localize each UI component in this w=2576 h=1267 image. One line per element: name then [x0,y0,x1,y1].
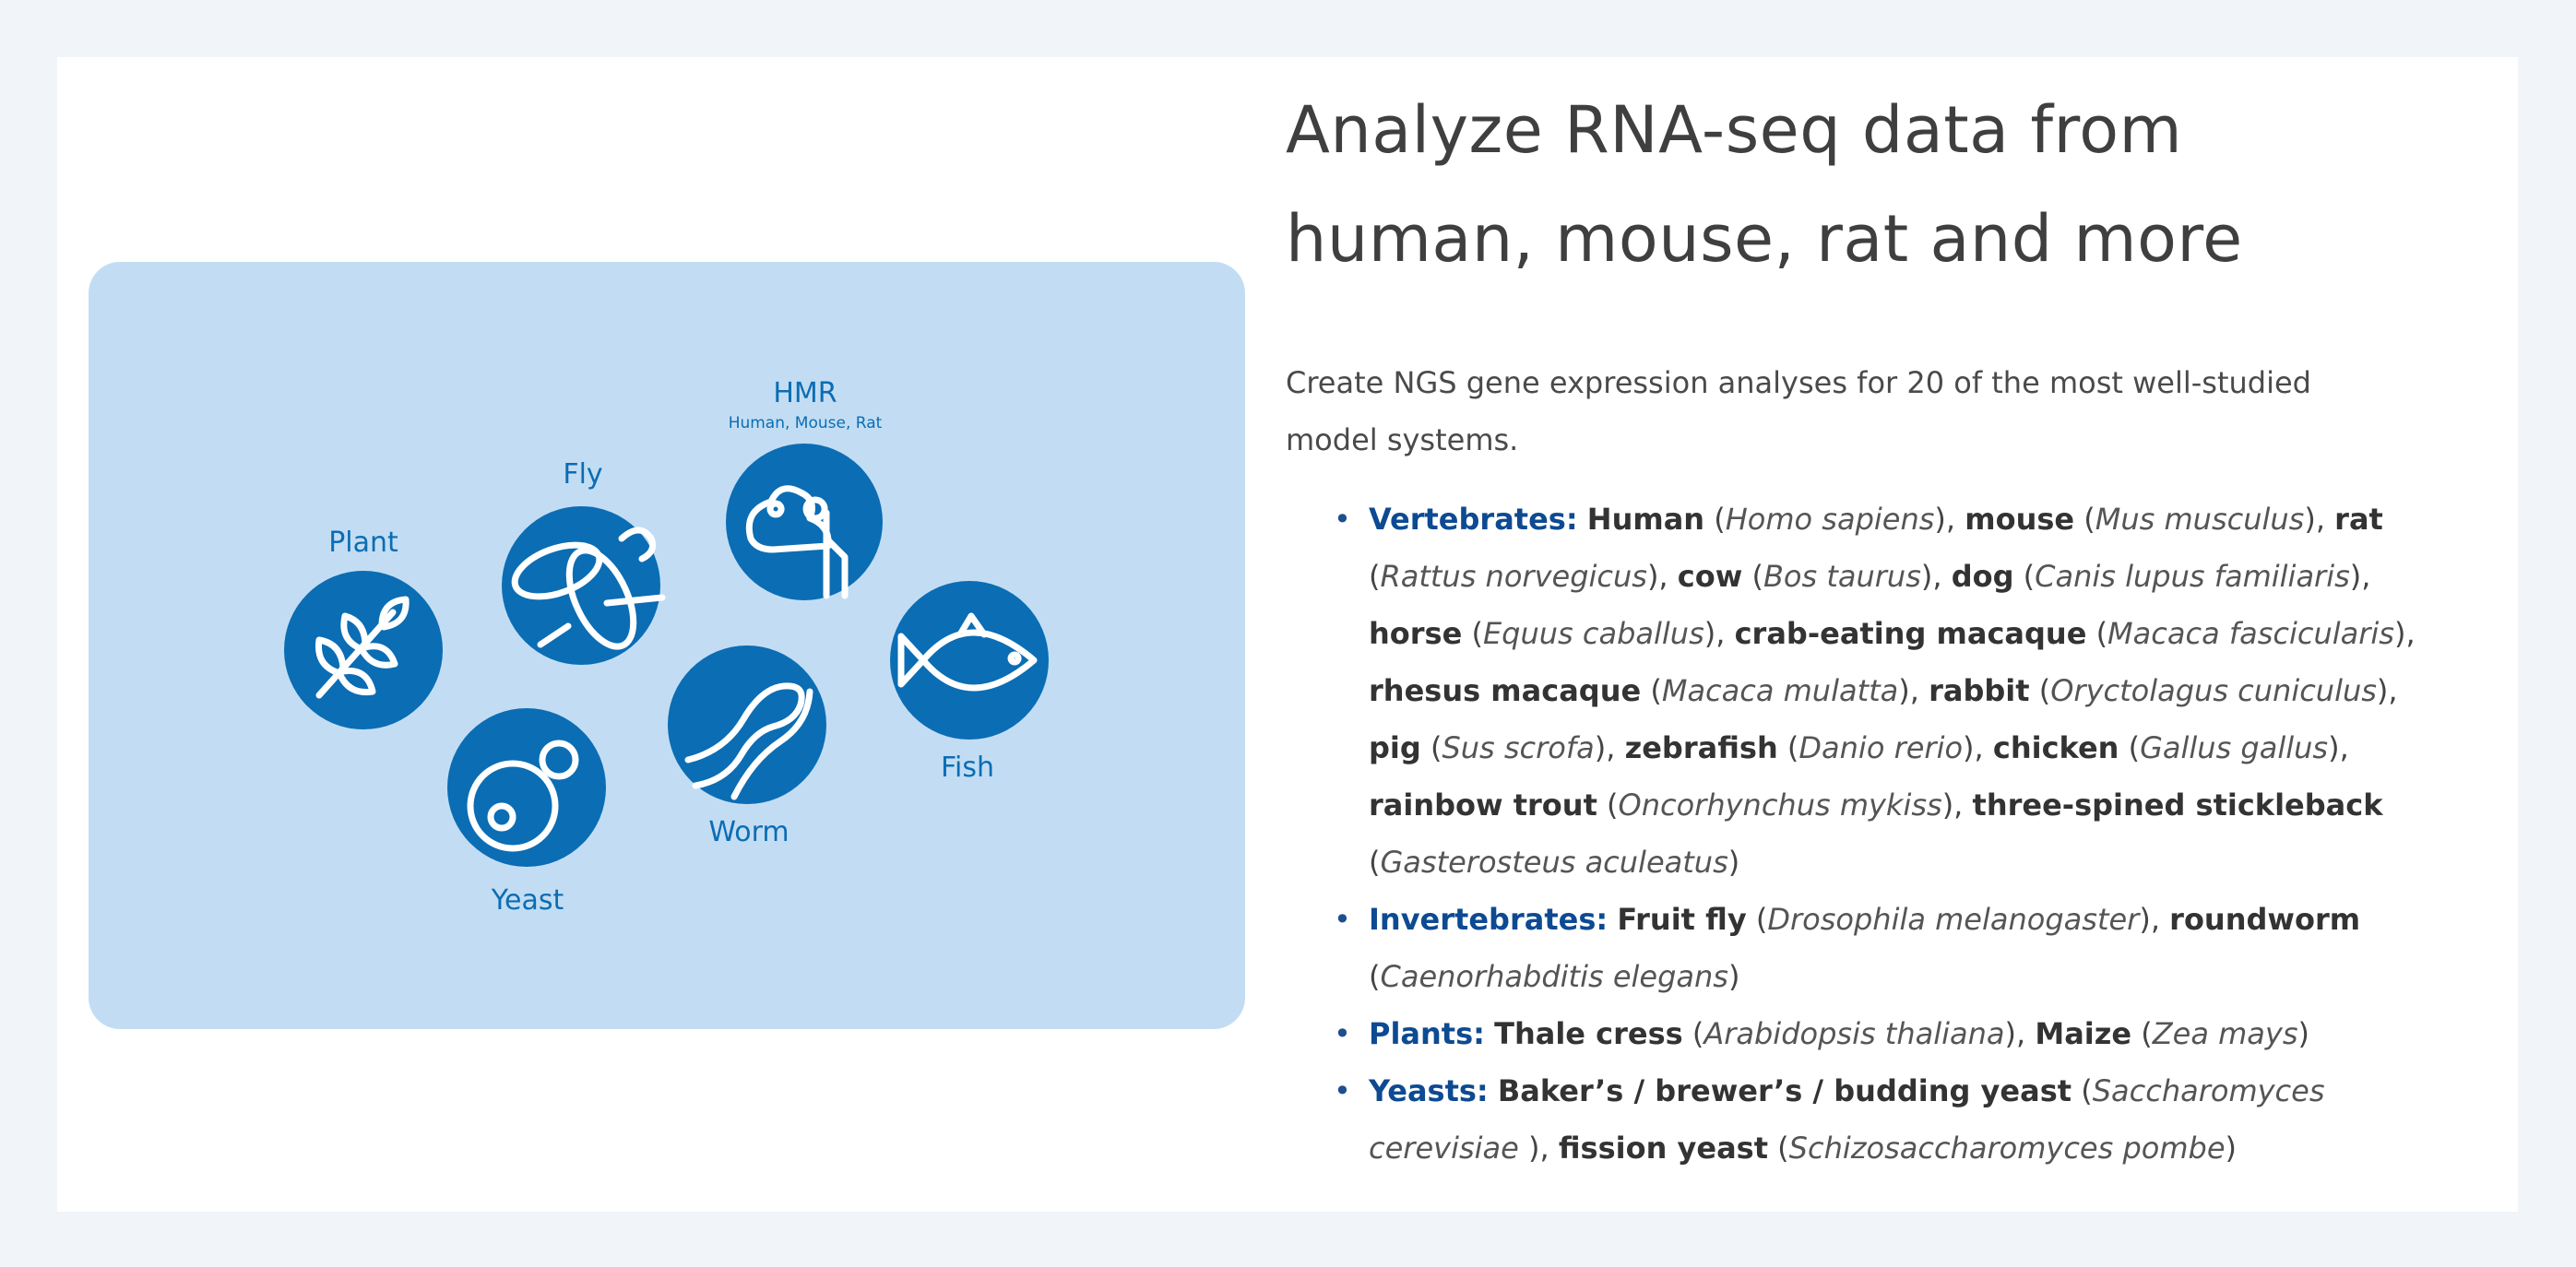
species-scientific: Oncorhynchus mykiss [1618,787,1942,823]
species-scientific: Gasterosteus aculeatus [1380,845,1728,880]
species-scientific: Caenorhabditis elegans [1380,959,1728,994]
species-scientific: Arabidopsis thaliana [1703,1016,2005,1051]
species-scientific: Macaca fascicularis [2107,616,2394,651]
species-scientific: Sus scrofa [1442,730,1595,765]
species-scientific: Schizosaccharomyces pombe [1788,1131,2226,1166]
species-scientific: Gallus gallus [2140,730,2329,765]
species-scientific: Oryctolagus cuniculus [2050,673,2377,708]
category-label: Plants: [1369,1016,1485,1051]
species-common: chicken [1992,730,2119,765]
category-label: Vertebrates: [1369,502,1578,537]
worm-label: Worm [708,816,789,848]
hmr-label: HMR [773,377,837,409]
fish-label: Fish [941,752,994,784]
category-label: Yeasts: [1369,1073,1489,1108]
content-panel: HMR Human, Mouse, Rat Fly Plant [57,57,2518,1212]
plant-icon [284,571,443,729]
species-list: • Vertebrates: Human (Homo sapiens), mou… [1286,491,2485,1177]
yeast-icon [447,708,606,867]
intro-line-2: model systems. [1286,422,1519,457]
species-scientific: Equus caballus [1482,616,1704,651]
organisms-svg: HMR Human, Mouse, Rat Fly Plant [284,377,1049,917]
species-common: cow [1677,559,1743,594]
species-scientific: Rattus norvegicus [1380,559,1647,594]
species-category-yeasts: • Yeasts: Baker’s / brewer’s / budding y… [1334,1062,2485,1177]
species-common: Thale cress [1494,1016,1683,1051]
page-title: Analyze RNA-seq data from human, mouse, … [1286,76,2485,293]
species-common: Fruit fly [1617,902,1747,937]
hmr-sublabel: Human, Mouse, Rat [729,414,883,432]
title-line-1: Analyze RNA-seq data from [1286,92,2183,168]
fly-label: Fly [563,458,602,491]
species-common: dog [1951,559,2014,594]
species-scientific-continued: cerevisiae [1369,1131,1519,1166]
hmr-icon [726,444,883,600]
species-common: mouse [1965,502,2075,537]
species-common: three-spined stickleback [1972,787,2383,823]
plant-label: Plant [328,527,398,559]
species-scientific: Zea mays [2152,1016,2298,1051]
intro-text: Create NGS gene expression analyses for … [1286,354,2346,468]
species-common: pig [1369,730,1421,765]
species-scientific: Macaca mulatta [1661,673,1899,708]
species-common: Maize [2035,1016,2132,1051]
species-common: horse [1369,616,1463,651]
species-category-plants: • Plants: Thale cress (Arabidopsis thali… [1334,1005,2485,1062]
species-scientific: Canis lupus familiaris [2035,559,2350,594]
species-category-vertebrates: • Vertebrates: Human (Homo sapiens), mou… [1334,491,2485,891]
list-bullet: • [1334,1016,1351,1051]
species-common: Human [1586,502,1705,537]
species-common: fission yeast [1558,1131,1768,1166]
species-common: rainbow trout [1369,787,1597,823]
species-scientific: Danio rerio [1798,730,1964,765]
species-category-invertebrates: • Invertebrates: Fruit fly (Drosophila m… [1334,891,2485,1005]
species-common: rat [2334,502,2383,537]
species-common: rabbit [1929,673,2030,708]
title-line-2: human, mouse, rat and more [1286,201,2243,277]
species-common: roundworm [2169,902,2361,937]
species-common: zebrafish [1624,730,1778,765]
list-bullet: • [1334,1073,1351,1108]
species-scientific: Bos taurus [1763,559,1921,594]
species-common: crab-eating macaque [1734,616,2087,651]
worm-icon [668,645,826,804]
list-bullet: • [1334,502,1351,537]
model-organisms-illustration: HMR Human, Mouse, Rat Fly Plant [89,262,1245,1029]
species-common: Baker’s / brewer’s / budding yeast [1497,1073,2072,1108]
species-scientific: Drosophila melanogaster [1767,902,2140,937]
species-common: rhesus macaque [1369,673,1642,708]
species-scientific: Homo sapiens [1725,502,1935,537]
yeast-label: Yeast [491,884,564,917]
species-scientific: Saccharomyces [2092,1073,2325,1108]
intro-line-1: Create NGS gene expression analyses for … [1286,365,2311,400]
category-label: Invertebrates: [1369,902,1609,937]
content-column: Analyze RNA-seq data from human, mouse, … [1286,76,2485,1177]
list-bullet: • [1334,902,1351,937]
species-scientific: Mus musculus [2095,502,2305,537]
fish-icon [890,581,1049,740]
fly-icon [502,506,666,665]
